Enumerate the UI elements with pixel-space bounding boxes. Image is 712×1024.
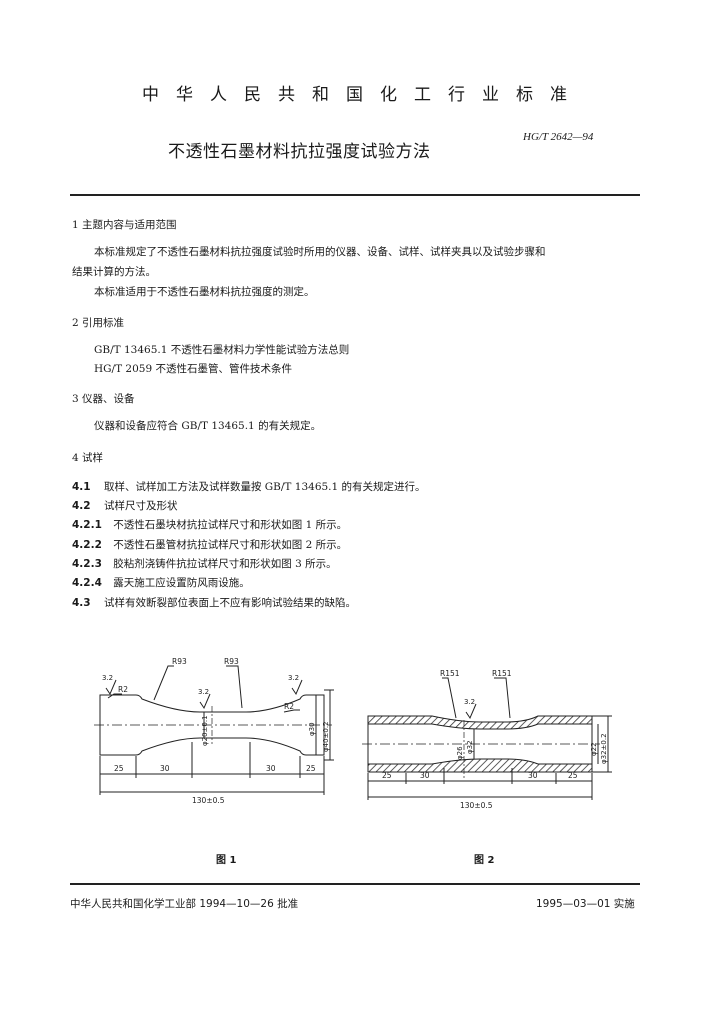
section-1-heading: 1 主题内容与适用范围 [72, 219, 177, 231]
clause-text: 不透性石墨块材抗拉试样尺寸和形状如图 1 所示。 [113, 519, 348, 531]
radius-label: R151 [440, 669, 460, 678]
clause-item: 4.3 试样有效断裂部位表面上不应有影响试验结果的缺陷。 [72, 596, 356, 610]
clause-number: 4.2.1 [72, 519, 102, 531]
total-length-label: 130±0.5 [460, 801, 493, 810]
radius-label: R93 [224, 657, 239, 666]
diameter-label: φ32±0.2 [600, 733, 608, 764]
clause-text: 试样尺寸及形状 [103, 500, 178, 512]
figure-1-caption: 图 1 [216, 855, 237, 866]
section-1-paragraph-1: 本标准规定了不透性石墨材料抗拉强度试验时所用的仪器、设备、试样、试样夹具以及试验… [94, 246, 546, 258]
clause-item: 4.1 取样、试样加工方法及试样数量按 GB/T 13465.1 的有关规定进行… [72, 480, 426, 494]
radius-label: R93 [172, 657, 187, 666]
clause-item: 4.2.1 不透性石墨块材抗拉试样尺寸和形状如图 1 所示。 [72, 518, 347, 532]
length-label: 30 [528, 771, 538, 780]
radius-label: R2 [284, 702, 294, 711]
clause-text: 胶粘剂浇铸件抗拉试样尺寸和形状如图 3 所示。 [113, 558, 337, 570]
clause-text: 不透性石墨管材抗拉试样尺寸和形状如图 2 所示。 [113, 539, 348, 551]
length-label: 25 [382, 771, 392, 780]
clause-text: 试样有效断裂部位表面上不应有影响试验结果的缺陷。 [103, 597, 356, 609]
section-3-heading: 3 仪器、设备 [72, 393, 135, 405]
section-3-paragraph: 仪器和设备应符合 GB/T 13465.1 的有关规定。 [94, 420, 322, 432]
section-1-paragraph-2: 本标准适用于不透性石墨材料抗拉强度的测定。 [94, 286, 315, 298]
issuing-organization: 中华人民共和国化工行业标准 [142, 85, 584, 105]
footer-rule [70, 883, 640, 885]
clause-number: 4.2 [72, 500, 91, 512]
section-4-heading: 4 试样 [72, 452, 104, 464]
roughness-label: 3.2 [288, 674, 299, 682]
section-2-heading: 2 引用标准 [72, 317, 125, 329]
length-label: 30 [266, 764, 276, 773]
clause-item: 4.2.2 不透性石墨管材抗拉试样尺寸和形状如图 2 所示。 [72, 538, 347, 552]
roughness-label: 3.2 [198, 688, 209, 696]
diameter-label: φ20±0.1 [201, 715, 209, 746]
figure-2-caption: 图 2 [474, 855, 495, 866]
clause-number: 4.1 [72, 481, 91, 493]
diameter-label: φ26 [456, 746, 464, 760]
radius-label: R2 [118, 685, 128, 694]
length-label: 30 [160, 764, 170, 773]
total-length-label: 130±0.5 [192, 796, 225, 805]
diameter-label: φ40±0.2 [322, 721, 330, 752]
figure-2-drawing: R151 R151 3.2 φ26 φ32 φ22 φ32±0.2 25 30 … [362, 669, 612, 810]
clause-number: 4.2.3 [72, 558, 102, 570]
figure-1-drawing: R93 R93 R2 R2 3.2 3.2 3.2 φ20±0.1 φ30 φ4… [94, 657, 334, 805]
roughness-label: 3.2 [464, 698, 475, 706]
clause-number: 4.2.4 [72, 577, 102, 589]
length-label: 25 [568, 771, 578, 780]
standard-title: 不透性石墨材料抗拉强度试验方法 [168, 142, 431, 162]
reference-1: GB/T 13465.1 不透性石墨材料力学性能试验方法总则 [94, 344, 350, 356]
clause-number: 4.3 [72, 597, 91, 609]
clause-number: 4.2.2 [72, 539, 102, 551]
radius-label: R151 [492, 669, 512, 678]
clause-item: 4.2 试样尺寸及形状 [72, 499, 177, 513]
standard-code: HG/T 2642—94 [523, 131, 594, 143]
length-label: 25 [306, 764, 316, 773]
clause-item: 4.2.3 胶粘剂浇铸件抗拉试样尺寸和形状如图 3 所示。 [72, 557, 337, 571]
diameter-label: φ30 [308, 722, 316, 736]
clause-text: 露天施工应设置防风雨设施。 [113, 577, 250, 589]
implementation-date: 1995—03—01 实施 [536, 898, 635, 910]
header-rule [70, 194, 640, 196]
clause-text: 取样、试样加工方法及试样数量按 GB/T 13465.1 的有关规定进行。 [103, 481, 426, 493]
reference-2: HG/T 2059 不透性石墨管、管件技术条件 [94, 363, 292, 375]
length-label: 25 [114, 764, 124, 773]
roughness-label: 3.2 [102, 674, 113, 682]
diameter-label: φ32 [466, 740, 474, 754]
approval-line: 中华人民共和国化学工业部 1994—10—26 批准 [70, 898, 299, 910]
length-label: 30 [420, 771, 430, 780]
clause-item: 4.2.4 露天施工应设置防风雨设施。 [72, 576, 250, 590]
section-1-paragraph-1-cont: 结果计算的方法。 [72, 266, 156, 278]
diameter-label: φ22 [590, 742, 598, 756]
